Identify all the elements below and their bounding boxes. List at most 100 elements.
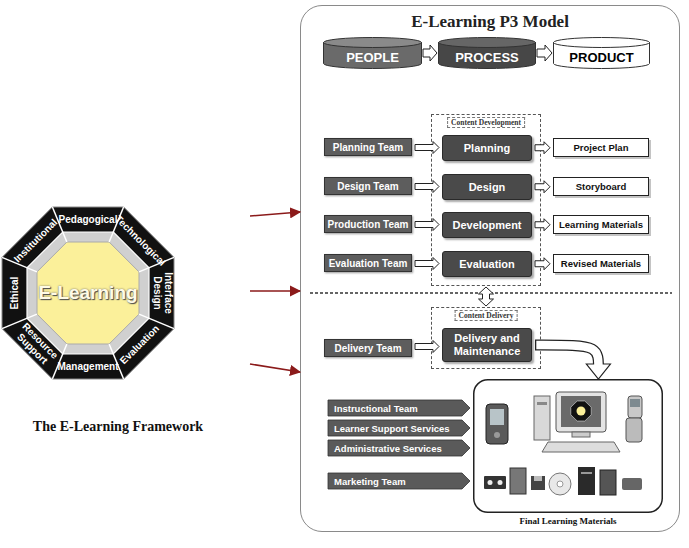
connector-arrow — [537, 45, 552, 61]
team-label: Evaluation Team — [329, 258, 408, 269]
team-label: Planning Team — [333, 142, 403, 153]
product-label: Storyboard — [576, 181, 627, 192]
stage-label: PROCESS — [455, 50, 519, 65]
product-label: Project Plan — [574, 142, 629, 153]
monitor-screen — [561, 396, 601, 427]
service-tag: Instructional Team — [328, 400, 470, 416]
group-label: Content Delivery — [455, 310, 518, 321]
tape-reel — [498, 480, 503, 485]
stage-label: PRODUCT — [569, 50, 633, 65]
double-block-arrow — [479, 287, 494, 306]
center-label: E-Learning — [38, 282, 137, 304]
service-label: Marketing Team — [334, 476, 406, 487]
curved-arrow-head — [586, 364, 610, 379]
pda-body — [486, 404, 508, 444]
block-arrow — [415, 341, 439, 353]
block-arrow — [415, 142, 439, 154]
connector-arrow — [535, 219, 550, 231]
pda-button — [494, 432, 500, 438]
team-label: Production Team — [328, 219, 409, 230]
book — [510, 468, 526, 494]
tower-drive — [537, 402, 547, 405]
videotape — [484, 476, 506, 489]
service-label: Learner Support Services — [334, 423, 450, 434]
octagon-ring — [27, 232, 149, 354]
connector-arrow — [250, 364, 300, 372]
connector-arrow — [423, 45, 437, 61]
block-arrow — [415, 219, 439, 231]
connector-arrow — [415, 142, 439, 154]
product-box: Revised Materials — [553, 254, 649, 273]
product-box: Project Plan — [553, 138, 649, 157]
service-label: Instructional Team — [334, 403, 418, 414]
computer-tower — [534, 396, 550, 440]
tag-shape — [328, 440, 470, 456]
dark-book — [578, 467, 595, 495]
curved-arrow-fill — [536, 345, 598, 365]
process-box: Evaluation — [442, 251, 532, 277]
team-box: Evaluation Team — [324, 254, 412, 272]
block-arrow — [535, 258, 550, 270]
output-frame — [474, 380, 663, 513]
disc-hole — [557, 481, 563, 487]
cylinder-top — [439, 38, 536, 48]
process-label: Design — [469, 181, 506, 194]
process-box: Design — [442, 174, 532, 200]
screen-octagon-icon — [571, 401, 591, 421]
stage-cylinder: PEOPLE — [323, 37, 422, 69]
floppy-disk — [531, 476, 545, 490]
screen-icon-center — [577, 407, 586, 416]
process-label: Planning — [464, 142, 510, 155]
block-arrow — [537, 45, 552, 61]
process-label: Development — [452, 219, 521, 232]
monitor-stand — [572, 432, 590, 437]
connector-arrow — [415, 181, 439, 193]
figure-caption: The E-Learning Framework — [33, 419, 203, 435]
phase-group: Content DevelopmentPlanningDesignDevelop… — [431, 114, 541, 286]
team-label: Delivery Team — [334, 343, 401, 354]
compact-disc — [549, 473, 571, 495]
service-tag: Marketing Team — [328, 473, 470, 489]
block-arrow — [423, 45, 437, 61]
phone-lid — [628, 396, 642, 418]
connector-arrow — [250, 291, 300, 292]
stage-label: PEOPLE — [346, 50, 399, 65]
product-label: Revised Materials — [561, 258, 641, 269]
connector-arrow — [535, 142, 550, 154]
phase-group: Content DeliveryDelivery and Maintenance — [431, 307, 541, 369]
tag-shape — [328, 420, 470, 436]
service-tag: Administrative Services — [328, 440, 470, 456]
pda-screen — [490, 409, 504, 425]
block-arrow — [415, 258, 439, 270]
connector-arrow — [535, 258, 550, 270]
service-label: Administrative Services — [334, 443, 442, 454]
pointer-arrow — [250, 364, 300, 372]
process-box: Delivery and Maintenance — [442, 328, 532, 362]
connector-arrow — [415, 341, 439, 353]
connector-arrow — [415, 258, 439, 270]
keyboard — [542, 442, 620, 452]
team-label: Design Team — [337, 181, 399, 192]
phone-screen — [630, 399, 640, 407]
book-title-bar — [581, 472, 592, 474]
octagon-outer-band — [2, 207, 174, 379]
group-label: Content Development — [447, 117, 525, 128]
model-title: E-Learning P3 Model — [301, 12, 679, 32]
stage-cylinder: PRODUCT — [553, 37, 650, 69]
monitor-frame — [556, 392, 606, 432]
connector-arrow — [535, 345, 610, 379]
segment-label: Ethical — [9, 277, 20, 310]
stage-cylinder: PROCESS — [438, 37, 536, 69]
block-arrow — [535, 219, 550, 231]
phone-base — [626, 418, 642, 442]
tape-reel — [488, 480, 493, 485]
curved-arrow-outline — [535, 345, 598, 365]
segment-label: Management — [57, 361, 118, 372]
connector-arrow — [415, 219, 439, 231]
output-caption: Final Learning Materials — [473, 516, 663, 526]
pointer-arrow — [250, 290, 300, 292]
process-box: Planning — [442, 135, 532, 161]
block-arrow — [535, 142, 550, 154]
